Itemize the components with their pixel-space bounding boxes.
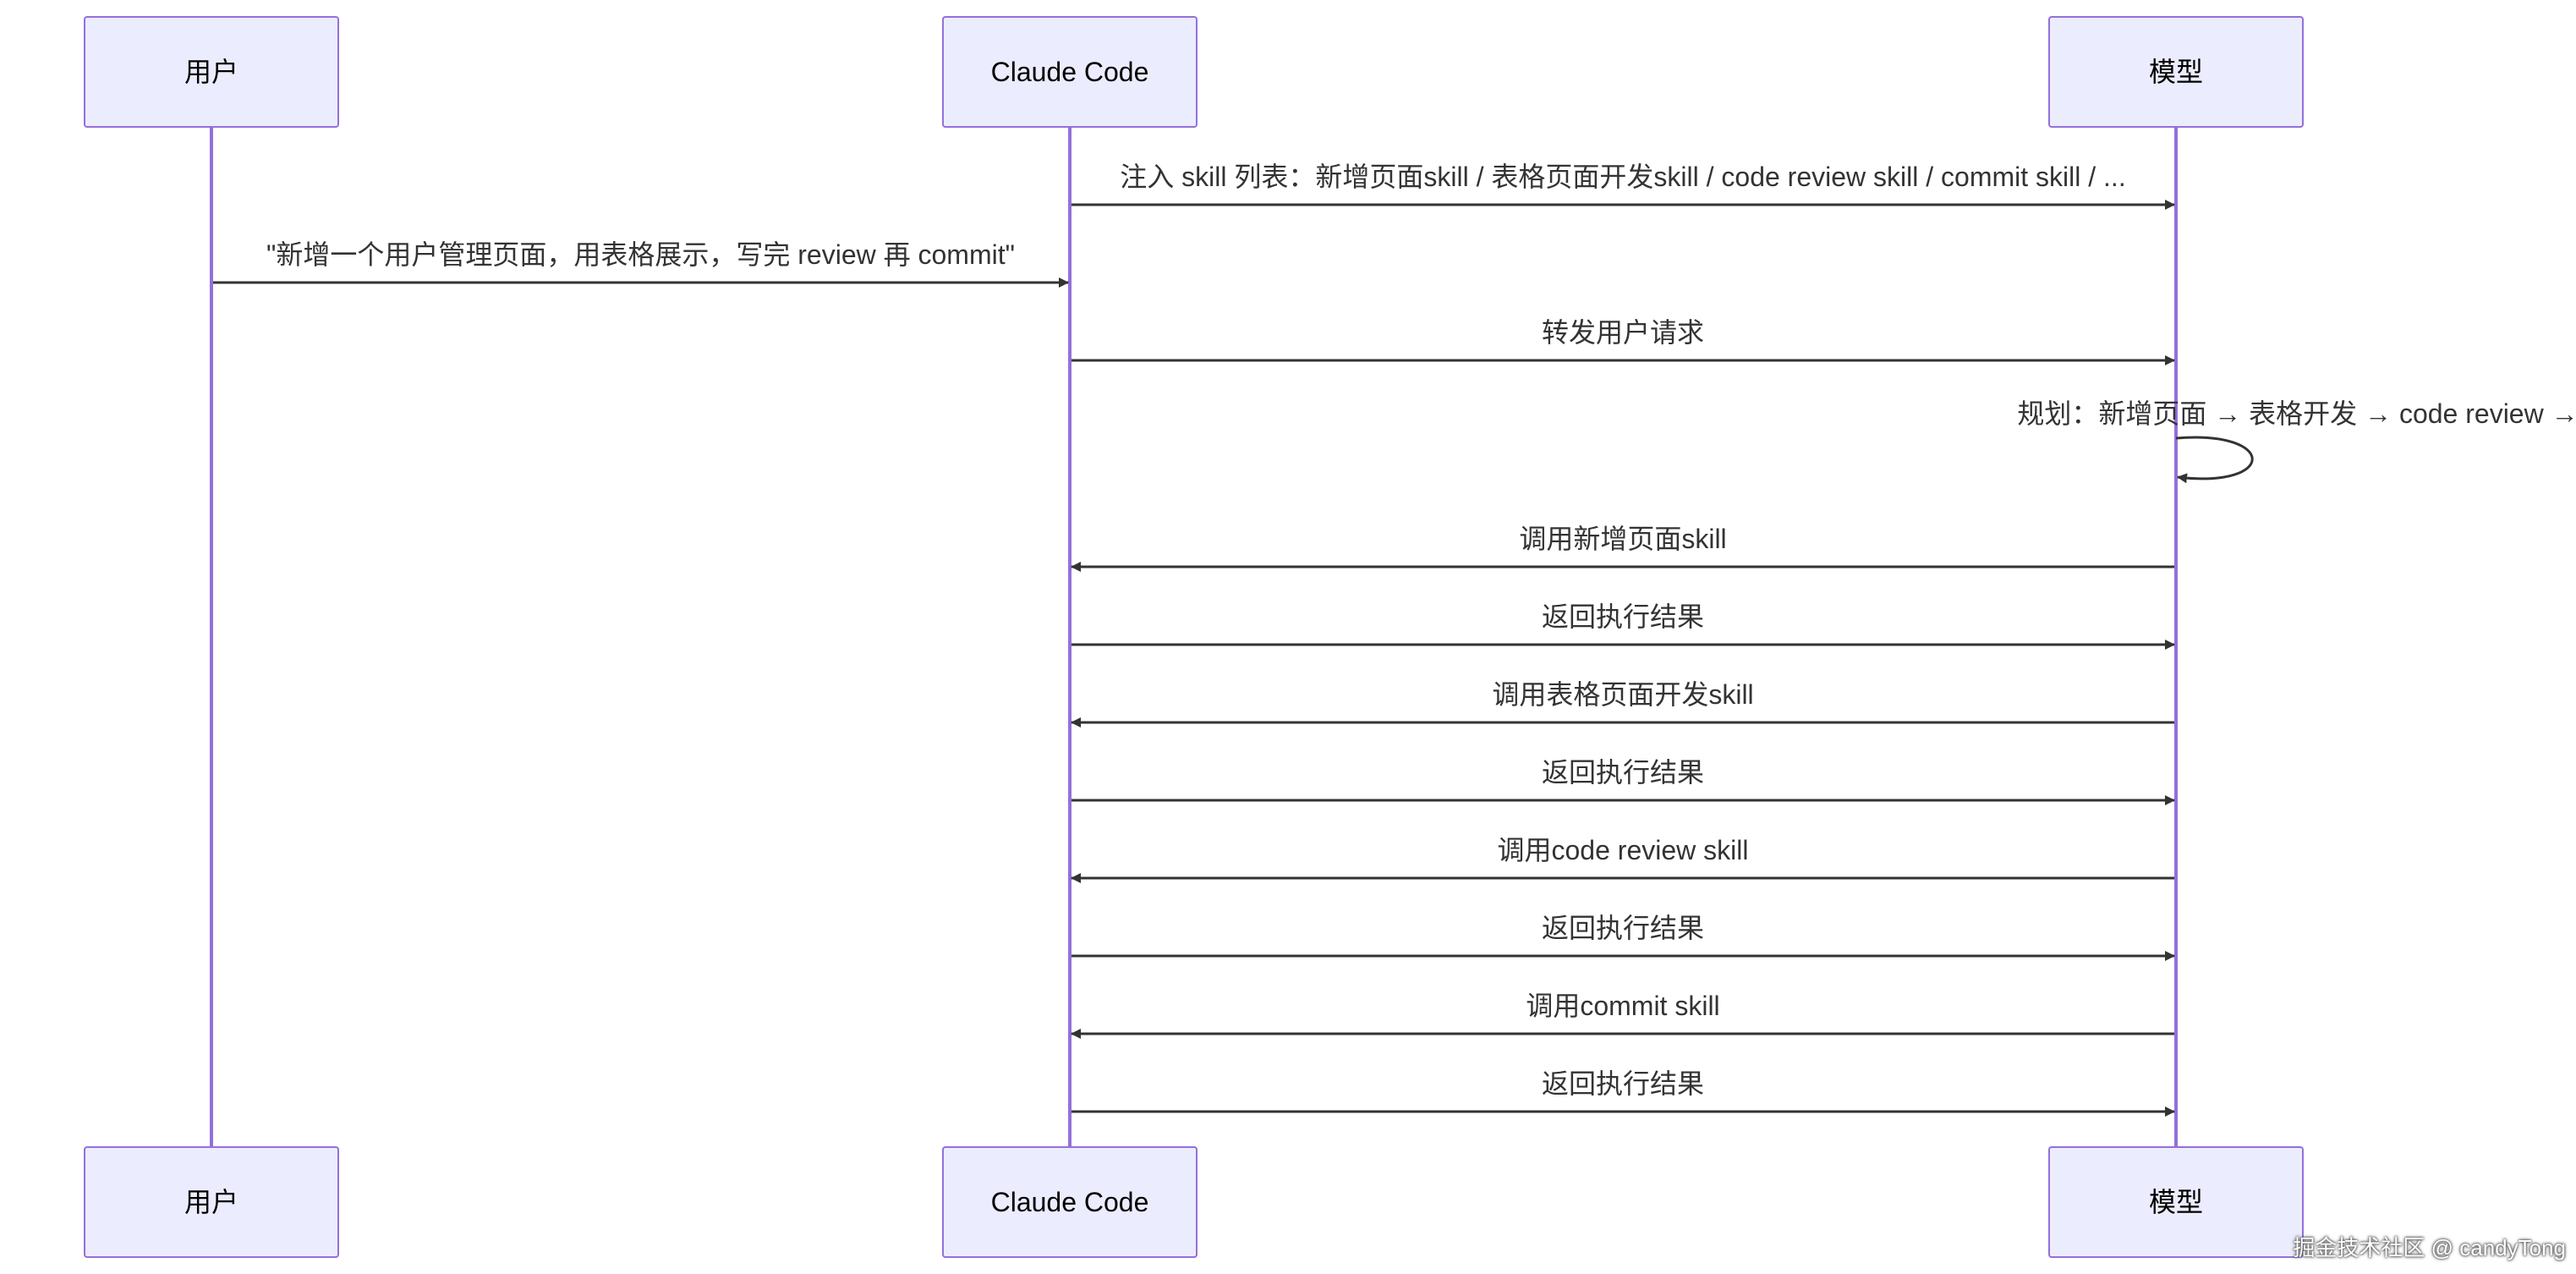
message-3: 转发用户请求: [1072, 317, 2175, 365]
participant-box: [84, 1146, 339, 1258]
message-10: 返回执行结果: [1072, 913, 2175, 961]
messages: 注入 skill 列表：新增页面skill / 表格页面开发skill / co…: [213, 162, 2576, 1117]
participant-label: 模型: [2149, 57, 2203, 87]
participant-bottom-model: 模型: [2048, 1146, 2304, 1258]
message-label: 返回执行结果: [1542, 913, 1704, 943]
participant-box: [2048, 16, 2304, 128]
message-label: 返回执行结果: [1542, 1068, 1704, 1099]
participant-box: [2048, 1146, 2304, 1258]
self-loop-arrow: [2175, 436, 2254, 484]
participant-label: 用户: [184, 1187, 238, 1217]
message-label: 调用表格页面开发skill: [1492, 679, 1753, 710]
participant-label: 模型: [2149, 1187, 2203, 1217]
participant-box: [84, 16, 339, 128]
message-7: 调用表格页面开发skill: [1071, 679, 2174, 728]
message-1: 注入 skill 列表：新增页面skill / 表格页面开发skill / co…: [1072, 162, 2175, 210]
message-4: 规划：新增页面 → 表格开发 → code review → commit: [2017, 398, 2576, 484]
message-label: 调用commit skill: [1526, 991, 1719, 1021]
lifelines: [210, 127, 2178, 1147]
message-9: 调用code review skill: [1071, 835, 2174, 883]
message-11: 调用commit skill: [1071, 991, 2174, 1039]
message-12: 返回执行结果: [1072, 1068, 2175, 1117]
message-2: "新增一个用户管理页面，用表格展示，写完 review 再 commit": [213, 239, 1069, 288]
message-label: 调用新增页面skill: [1519, 524, 1726, 554]
participant-top-user: 用户: [84, 16, 339, 128]
message-5: 调用新增页面skill: [1071, 524, 2174, 572]
message-label: 注入 skill 列表：新增页面skill / 表格页面开发skill / co…: [1120, 162, 2125, 192]
participant-box: [942, 1146, 1198, 1258]
message-label: 规划：新增页面 → 表格开发 → code review → commit: [2017, 398, 2576, 429]
participant-box: [942, 16, 1198, 128]
participant-label: 用户: [184, 57, 238, 87]
message-label: "新增一个用户管理页面，用表格展示，写完 review 再 commit": [266, 239, 1015, 270]
message-8: 返回执行结果: [1072, 757, 2175, 805]
participant-label: Claude Code: [991, 1187, 1149, 1217]
participant-bottom-cc: Claude Code: [942, 1146, 1198, 1258]
message-label: 返回执行结果: [1542, 601, 1704, 632]
message-label: 调用code review skill: [1498, 835, 1749, 865]
participant-label: Claude Code: [991, 57, 1149, 87]
participant-top-cc: Claude Code: [942, 16, 1198, 128]
participant-bottom-user: 用户: [84, 1146, 339, 1258]
watermark: 掘金技术社区 @ candyTong: [2293, 1235, 2566, 1260]
message-6: 返回执行结果: [1072, 601, 2175, 650]
message-label: 转发用户请求: [1542, 317, 1704, 348]
participant-top-model: 模型: [2048, 16, 2304, 128]
message-label: 返回执行结果: [1542, 757, 1704, 788]
